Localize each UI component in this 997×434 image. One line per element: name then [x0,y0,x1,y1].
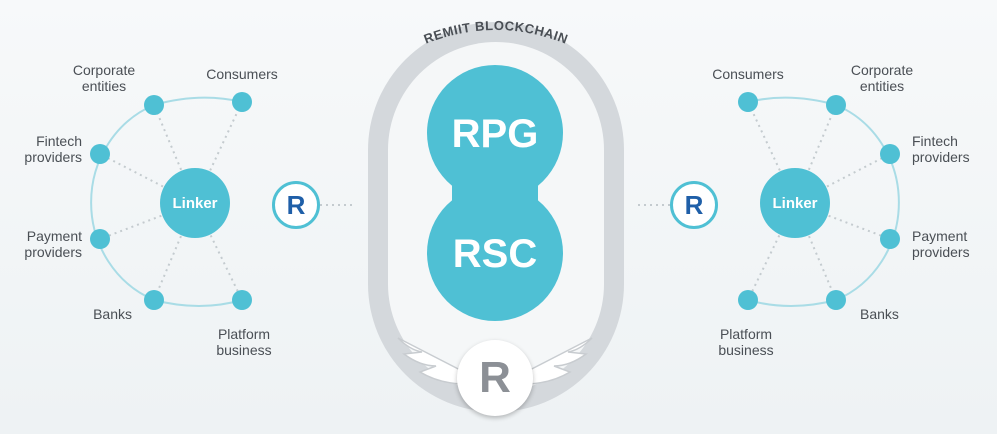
left-node-banks [144,290,164,310]
right-ring-lower [747,299,837,307]
left-ring-upper [153,96,243,106]
left-node-fintech [90,144,110,164]
left-token-icon: R [272,181,320,229]
right-label-corporate: Corporate entities [850,62,914,94]
blockchain-frame: REMIIT BLOCKCHAIN [368,18,624,412]
left-node-platform [232,290,252,310]
left-ring [90,104,155,301]
left-linker-label: Linker [172,194,218,212]
right-linker-label: Linker [772,194,818,212]
right-linker-hub: Linker [760,168,830,238]
left-label-payment: Payment providers [24,228,82,260]
left-ring-lower [153,299,243,307]
right-node-fintech [880,144,900,164]
right-label-consumers: Consumers [712,66,784,82]
right-label-fintech: Fintech providers [912,133,970,165]
left-linker-hub: Linker [160,168,230,238]
right-ring-upper [747,96,837,106]
right-token-symbol: R [684,189,704,220]
remiit-emblem-icon: R [457,340,533,416]
right-node-consumers [738,92,758,112]
right-label-payment: Payment providers [912,228,970,260]
left-label-banks: Banks [93,306,132,322]
right-token-icon: R [670,181,718,229]
left-network [90,92,355,310]
wing-left-icon [397,337,471,385]
left-label-consumers: Consumers [206,66,278,82]
left-label-platform: Platform business [216,326,272,358]
right-node-payment [880,229,900,249]
left-node-consumers [232,92,252,112]
right-label-banks: Banks [860,306,899,322]
right-node-corporate [826,95,846,115]
right-node-banks [826,290,846,310]
rpg-rsc-blob [427,65,563,321]
emblem-symbol: R [479,353,511,402]
rsc-label: RSC [452,232,538,276]
left-node-corporate [144,95,164,115]
right-node-platform [738,290,758,310]
wing-right-icon [519,337,593,385]
right-ring [835,104,900,301]
right-label-platform: Platform business [718,326,774,358]
left-label-corporate: Corporate entities [72,62,136,94]
left-label-fintech: Fintech providers [24,133,82,165]
left-node-payment [90,229,110,249]
rpg-label: RPG [451,112,539,156]
left-token-symbol: R [286,189,306,220]
